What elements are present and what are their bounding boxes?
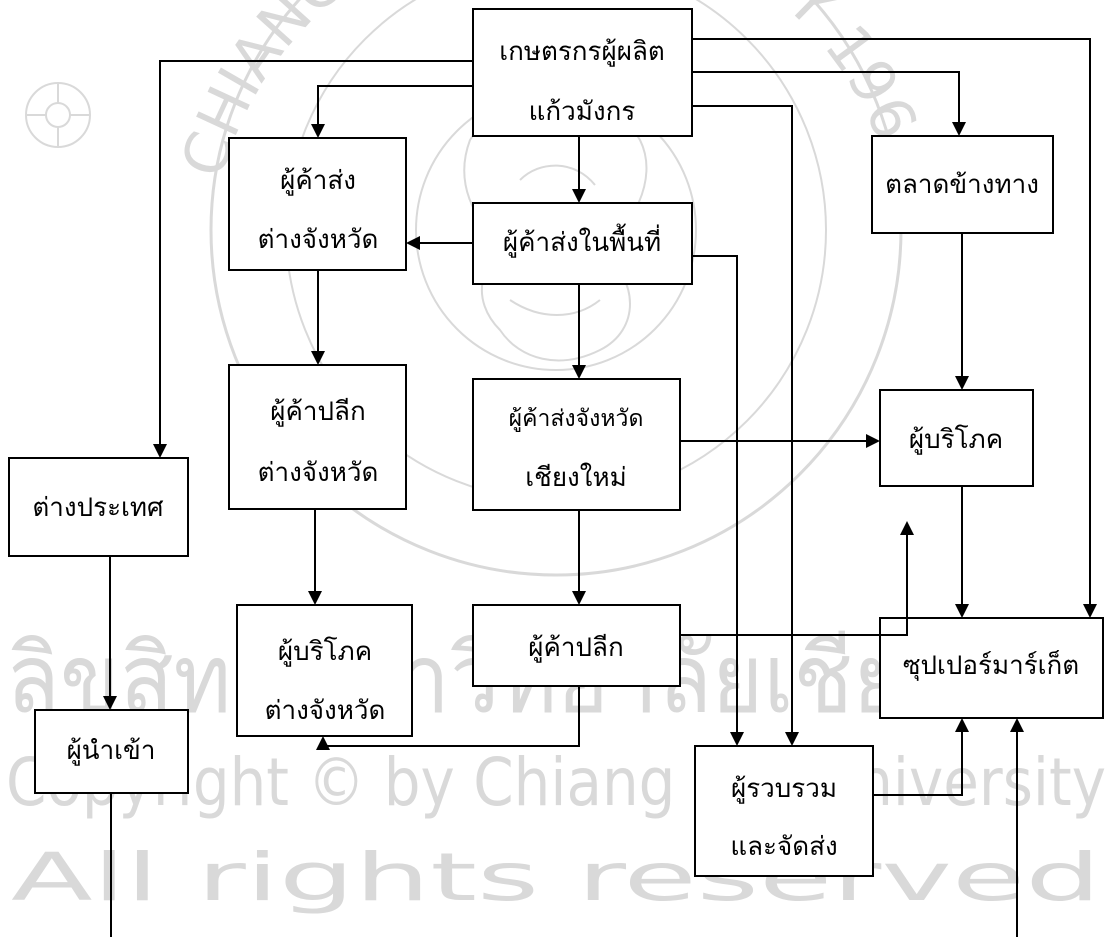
arrowhead-icon bbox=[1083, 604, 1097, 618]
edge-farmer-to-supermarket bbox=[692, 38, 1091, 604]
node-wholesale-chiangmai: ผู้ค้าส่งจังหวัด เชียงใหม่ bbox=[472, 378, 681, 511]
watermark-line-3: All rights reserved bbox=[11, 839, 1101, 916]
arrowhead-icon bbox=[406, 236, 420, 250]
node-roadside-market: ตลาดข้างทาง bbox=[871, 135, 1054, 234]
edge-wholesale-local-to-collector bbox=[692, 255, 738, 732]
node-wholesale-cm-line-2: เชียงใหม่ bbox=[525, 463, 626, 493]
node-wholesale-other-line-1: ผู้ค้าส่ง bbox=[280, 166, 356, 196]
node-retail: ผู้ค้าปลีก bbox=[472, 604, 681, 687]
arrowhead-icon bbox=[955, 718, 969, 732]
edge-collector-to-supermarket bbox=[873, 732, 963, 796]
node-consumer-other-province: ผู้บริโภค ต่างจังหวัด bbox=[236, 604, 413, 737]
node-consumer-other-line-1: ผู้บริโภค bbox=[278, 636, 372, 667]
arrowhead-icon bbox=[955, 376, 969, 390]
arrowhead-icon bbox=[316, 736, 330, 750]
node-wholesale-local-line-1: ผู้ค้าส่งในพื้นที่ bbox=[503, 223, 661, 258]
node-wholesale-other-line-2: ต่างจังหวัด bbox=[258, 225, 379, 255]
arrowhead-icon bbox=[955, 604, 969, 618]
node-farmer-line-1: เกษตรกรผู้ผลิต bbox=[499, 37, 665, 67]
watermark-flower-icon bbox=[25, 82, 91, 148]
node-wholesale-other-province: ผู้ค้าส่ง ต่างจังหวัด bbox=[228, 137, 407, 271]
arrowhead-icon bbox=[1010, 718, 1024, 732]
arrowhead-icon bbox=[866, 434, 880, 448]
arrowhead-icon bbox=[900, 521, 914, 535]
node-consumer-other-line-2: ต่างจังหวัด bbox=[265, 696, 386, 726]
arrowhead-icon bbox=[952, 122, 966, 136]
node-wholesale-cm-line-1: ผู้ค้าส่งจังหวัด bbox=[509, 406, 644, 432]
diagram-edges bbox=[103, 38, 1097, 937]
node-importer-line-1: ผู้นำเข้า bbox=[67, 736, 156, 766]
node-farmer-line-2: แก้วมังกร bbox=[529, 97, 636, 127]
watermark-line-2: Copyright © by Chiang Mai University bbox=[6, 744, 1106, 821]
edge-farmer-to-wholesale-other bbox=[317, 85, 473, 124]
node-retail-other-line-2: ต่างจังหวัด bbox=[258, 458, 379, 488]
arrowhead-icon bbox=[572, 591, 586, 605]
node-consumer: ผู้บริโภค bbox=[879, 389, 1034, 487]
node-collector-line-2: และจัดส่ง bbox=[730, 832, 837, 862]
edge-retail-to-consumer bbox=[680, 535, 908, 636]
edge-farmer-to-roadside bbox=[692, 71, 960, 122]
node-importer: ผู้นำเข้า bbox=[34, 709, 189, 794]
node-collector-line-1: ผู้รวบรวม bbox=[731, 774, 837, 804]
node-abroad-line-1: ต่างประเทศ bbox=[32, 493, 164, 523]
edge-farmer-to-abroad bbox=[159, 60, 473, 444]
diagram-nodes: เกษตรกรผู้ผลิต แก้วมังกร ผู้ค้าส่ง ต่างจ… bbox=[8, 8, 1104, 877]
arrowhead-icon bbox=[785, 732, 799, 746]
node-retail-other-line-1: ผู้ค้าปลีก bbox=[270, 397, 365, 427]
arrowhead-icon bbox=[153, 444, 167, 458]
node-collector: ผู้รวบรวม และจัดส่ง bbox=[694, 745, 874, 877]
node-supermarket-line-1: ซุปเปอร์มาร์เก็ต bbox=[903, 649, 1079, 681]
node-wholesale-local: ผู้ค้าส่งในพื้นที่ bbox=[472, 202, 693, 285]
arrowhead-icon bbox=[311, 124, 325, 138]
arrowhead-icon bbox=[572, 365, 586, 379]
edge-farmer-to-collector bbox=[692, 105, 793, 732]
arrowhead-icon bbox=[103, 696, 117, 710]
node-consumer-line-1: ผู้บริโภค bbox=[909, 424, 1003, 455]
node-retail-other-province: ผู้ค้าปลีก ต่างจังหวัด bbox=[228, 364, 407, 510]
node-abroad: ต่างประเทศ bbox=[8, 457, 189, 557]
node-farmer: เกษตรกรผู้ผลิต แก้วมังกร bbox=[472, 8, 693, 137]
arrowhead-icon bbox=[308, 591, 322, 605]
arrowhead-icon bbox=[730, 732, 744, 746]
arrowhead-icon bbox=[311, 351, 325, 365]
arrowhead-icon bbox=[572, 189, 586, 203]
node-roadside-line-1: ตลาดข้างทาง bbox=[885, 170, 1039, 200]
node-retail-line-1: ผู้ค้าปลีก bbox=[528, 633, 623, 663]
node-supermarket: ซุปเปอร์มาร์เก็ต bbox=[879, 617, 1104, 719]
